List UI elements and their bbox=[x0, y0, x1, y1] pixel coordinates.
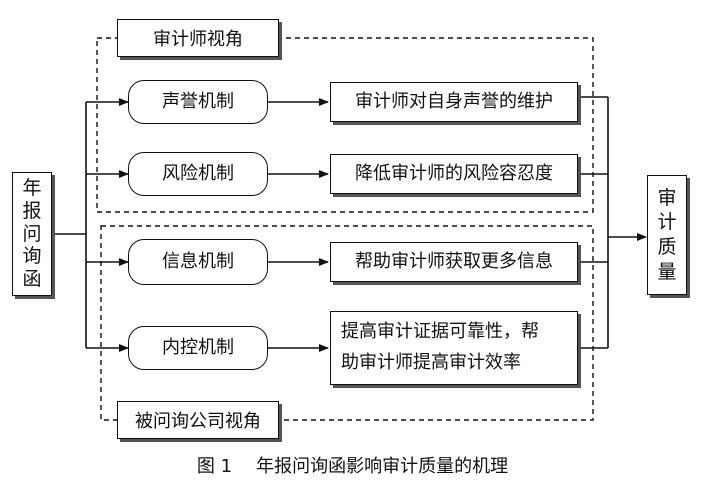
auditor-perspective-text: 审计师视角 bbox=[153, 29, 243, 50]
source-char: 问 bbox=[22, 222, 42, 245]
outcome-char: 量 bbox=[657, 260, 677, 283]
company-perspective-group bbox=[100, 225, 594, 421]
effect-internal-control-line2: 助审计师提高审计效率 bbox=[341, 352, 521, 373]
effect-risk-text: 降低审计师的风险容忍度 bbox=[355, 162, 553, 184]
outcome-char: 计 bbox=[657, 211, 677, 234]
company-perspective-text: 被问询公司视角 bbox=[135, 411, 261, 432]
effect-reputation: 审计师对自身声誉的维护 bbox=[330, 82, 578, 122]
source-char: 函 bbox=[22, 268, 42, 291]
source-annual-report-inquiry-letter: 年 报 问 询 函 bbox=[12, 172, 52, 296]
outcome-char: 审 bbox=[657, 186, 677, 209]
mechanism-risk-label: 风险机制 bbox=[162, 162, 234, 184]
effect-reputation-text: 审计师对自身声誉的维护 bbox=[355, 90, 553, 112]
auditor-perspective-label: 审计师视角 bbox=[117, 19, 279, 57]
auditor-perspective-group bbox=[96, 37, 594, 213]
mechanism-reputation: 声誉机制 bbox=[128, 80, 268, 124]
company-perspective-label: 被问询公司视角 bbox=[117, 401, 279, 439]
mechanism-reputation-label: 声誉机制 bbox=[162, 90, 234, 112]
figure-caption: 图 1 年报问询函影响审计质量的机理 bbox=[0, 452, 705, 478]
effect-information: 帮助审计师获取更多信息 bbox=[330, 242, 578, 282]
source-char: 报 bbox=[22, 199, 42, 222]
source-char: 询 bbox=[22, 245, 42, 268]
mechanism-internal-control: 内控机制 bbox=[128, 326, 268, 370]
effect-internal-control-line1: 提高审计证据可靠性，帮 bbox=[341, 321, 539, 343]
mechanism-internal-control-label: 内控机制 bbox=[162, 336, 234, 358]
figure-title: 年报问询函影响审计质量的机理 bbox=[256, 456, 509, 477]
mechanism-information-label: 信息机制 bbox=[162, 250, 234, 272]
effect-information-text: 帮助审计师获取更多信息 bbox=[355, 250, 553, 272]
figure-number: 图 1 bbox=[196, 456, 233, 477]
outcome-char: 质 bbox=[657, 236, 677, 258]
mechanism-risk: 风险机制 bbox=[128, 152, 268, 196]
effect-risk: 降低审计师的风险容忍度 bbox=[330, 154, 578, 194]
source-char: 年 bbox=[22, 177, 42, 199]
effect-internal-control: 提高审计证据可靠性，帮 助审计师提高审计效率 bbox=[330, 311, 578, 385]
mechanism-information: 信息机制 bbox=[128, 239, 268, 285]
outcome-audit-quality: 审 计 质 量 bbox=[647, 175, 687, 295]
